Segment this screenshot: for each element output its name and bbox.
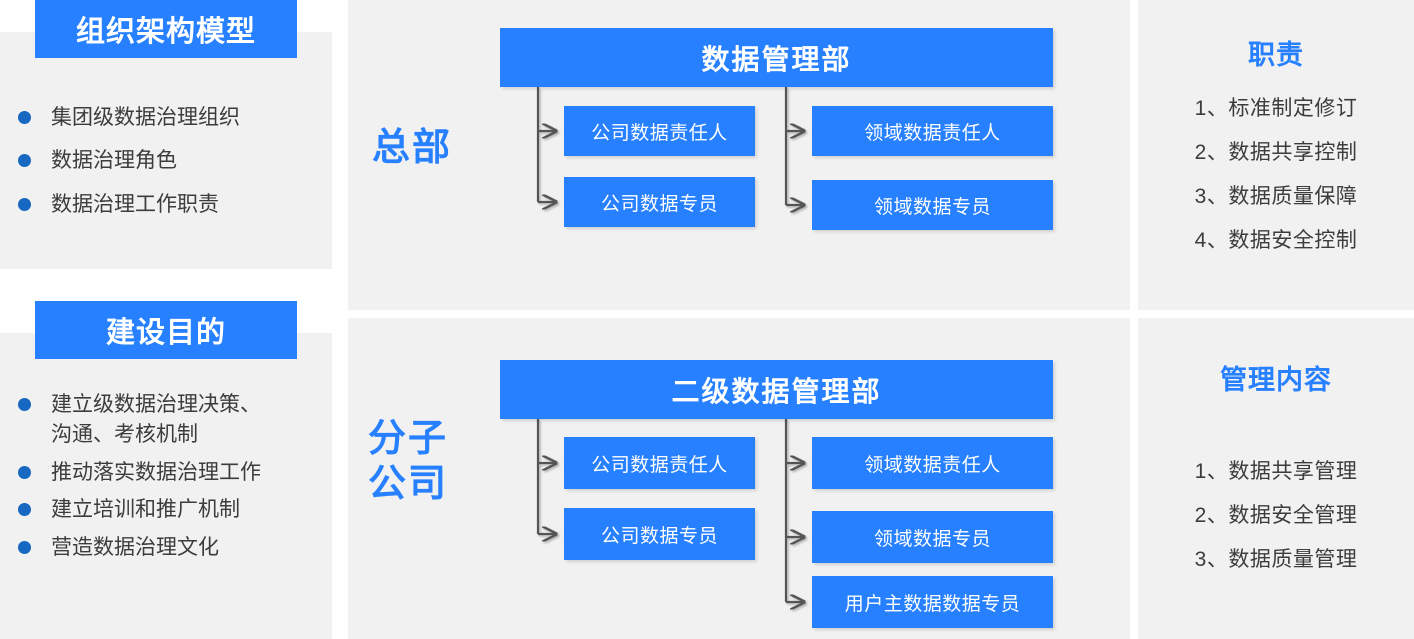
node-sub-company-data-owner[interactable]: 公司数据责任人 [564, 437, 755, 489]
bullet-icon [18, 398, 31, 411]
panel-title-responsibilities: 职责 [1248, 40, 1304, 70]
panel-title-build-purpose: 建设目的 [35, 301, 297, 359]
bullet-icon [18, 111, 31, 124]
node-sub-domain-data-owner[interactable]: 领域数据责任人 [812, 437, 1053, 489]
node-sub-domain-data-steward[interactable]: 领域数据专员 [812, 511, 1053, 563]
list-item: 4、数据安全控制 [1194, 229, 1358, 252]
list-build-purpose: 建立级数据治理决策、 沟通、考核机制 推动落实数据治理工作 建立培训和推广机制 … [18, 390, 332, 570]
panel-management-scope [1138, 318, 1414, 639]
list-item: 2、数据安全管理 [1194, 504, 1358, 527]
list-item-label: 建立培训和推广机制 [51, 498, 240, 522]
node-domain-data-owner[interactable]: 领域数据责任人 [812, 106, 1053, 156]
list-item: 数据治理工作职责 [18, 190, 332, 220]
bullet-icon [18, 197, 31, 211]
node-user-master-data-steward[interactable]: 用户主数据数据专员 [812, 576, 1053, 628]
node-company-data-steward[interactable]: 公司数据专员 [564, 177, 755, 227]
section-label-subsidiary: 分子 公司 [368, 418, 449, 505]
list-item: 集团级数据治理组织 [18, 103, 332, 133]
list-item: 推动落实数据治理工作 [18, 458, 332, 488]
list-item: 营造数据治理文化 [18, 533, 332, 563]
bullet-icon [18, 540, 31, 554]
bullet-icon [18, 154, 31, 168]
node-domain-data-steward[interactable]: 领域数据专员 [812, 180, 1053, 230]
panel-title-org-model: 组织架构模型 [35, 0, 297, 58]
list-item: 2、数据共享控制 [1194, 141, 1358, 164]
list-item: 1、数据共享管理 [1194, 460, 1358, 483]
list-item-label: 数据治理工作职责 [51, 192, 219, 216]
list-management-scope: 1、数据共享管理 2、数据安全管理 3、数据质量管理 [1138, 455, 1414, 587]
panel-build-purpose [0, 333, 332, 639]
list-item-label: 数据治理角色 [51, 149, 177, 173]
list-item: 建立培训和推广机制 [18, 495, 332, 525]
list-item: 建立级数据治理决策、 沟通、考核机制 [18, 390, 332, 451]
list-item: 3、数据质量管理 [1194, 548, 1358, 571]
node-data-management-dept[interactable]: 数据管理部 [500, 28, 1053, 87]
bullet-icon [18, 465, 31, 479]
list-item: 3、数据质量保障 [1194, 185, 1358, 208]
section-label-headquarters: 总部 [372, 127, 453, 169]
list-item-label: 集团级数据治理组织 [51, 106, 240, 129]
list-responsibilities: 1、标准制定修订 2、数据共享控制 3、数据质量保障 4、数据安全控制 [1138, 92, 1414, 268]
panel-title-management-scope: 管理内容 [1220, 365, 1332, 395]
list-item-label: 推动落实数据治理工作 [51, 460, 261, 484]
node-secondary-data-management-dept[interactable]: 二级数据管理部 [500, 360, 1053, 419]
node-sub-company-data-steward[interactable]: 公司数据专员 [564, 508, 755, 560]
list-item-label: 营造数据治理文化 [51, 535, 219, 559]
list-item: 数据治理角色 [18, 146, 332, 176]
panel-responsibilities [1138, 0, 1414, 310]
list-item-label: 建立级数据治理决策、 沟通、考核机制 [51, 393, 261, 447]
list-item: 1、标准制定修订 [1194, 97, 1358, 120]
panel-org-model [0, 32, 332, 269]
bullet-icon [18, 503, 31, 517]
node-company-data-owner[interactable]: 公司数据责任人 [564, 106, 755, 156]
list-org-model: 集团级数据治理组织 数据治理角色 数据治理工作职责 [18, 103, 332, 233]
